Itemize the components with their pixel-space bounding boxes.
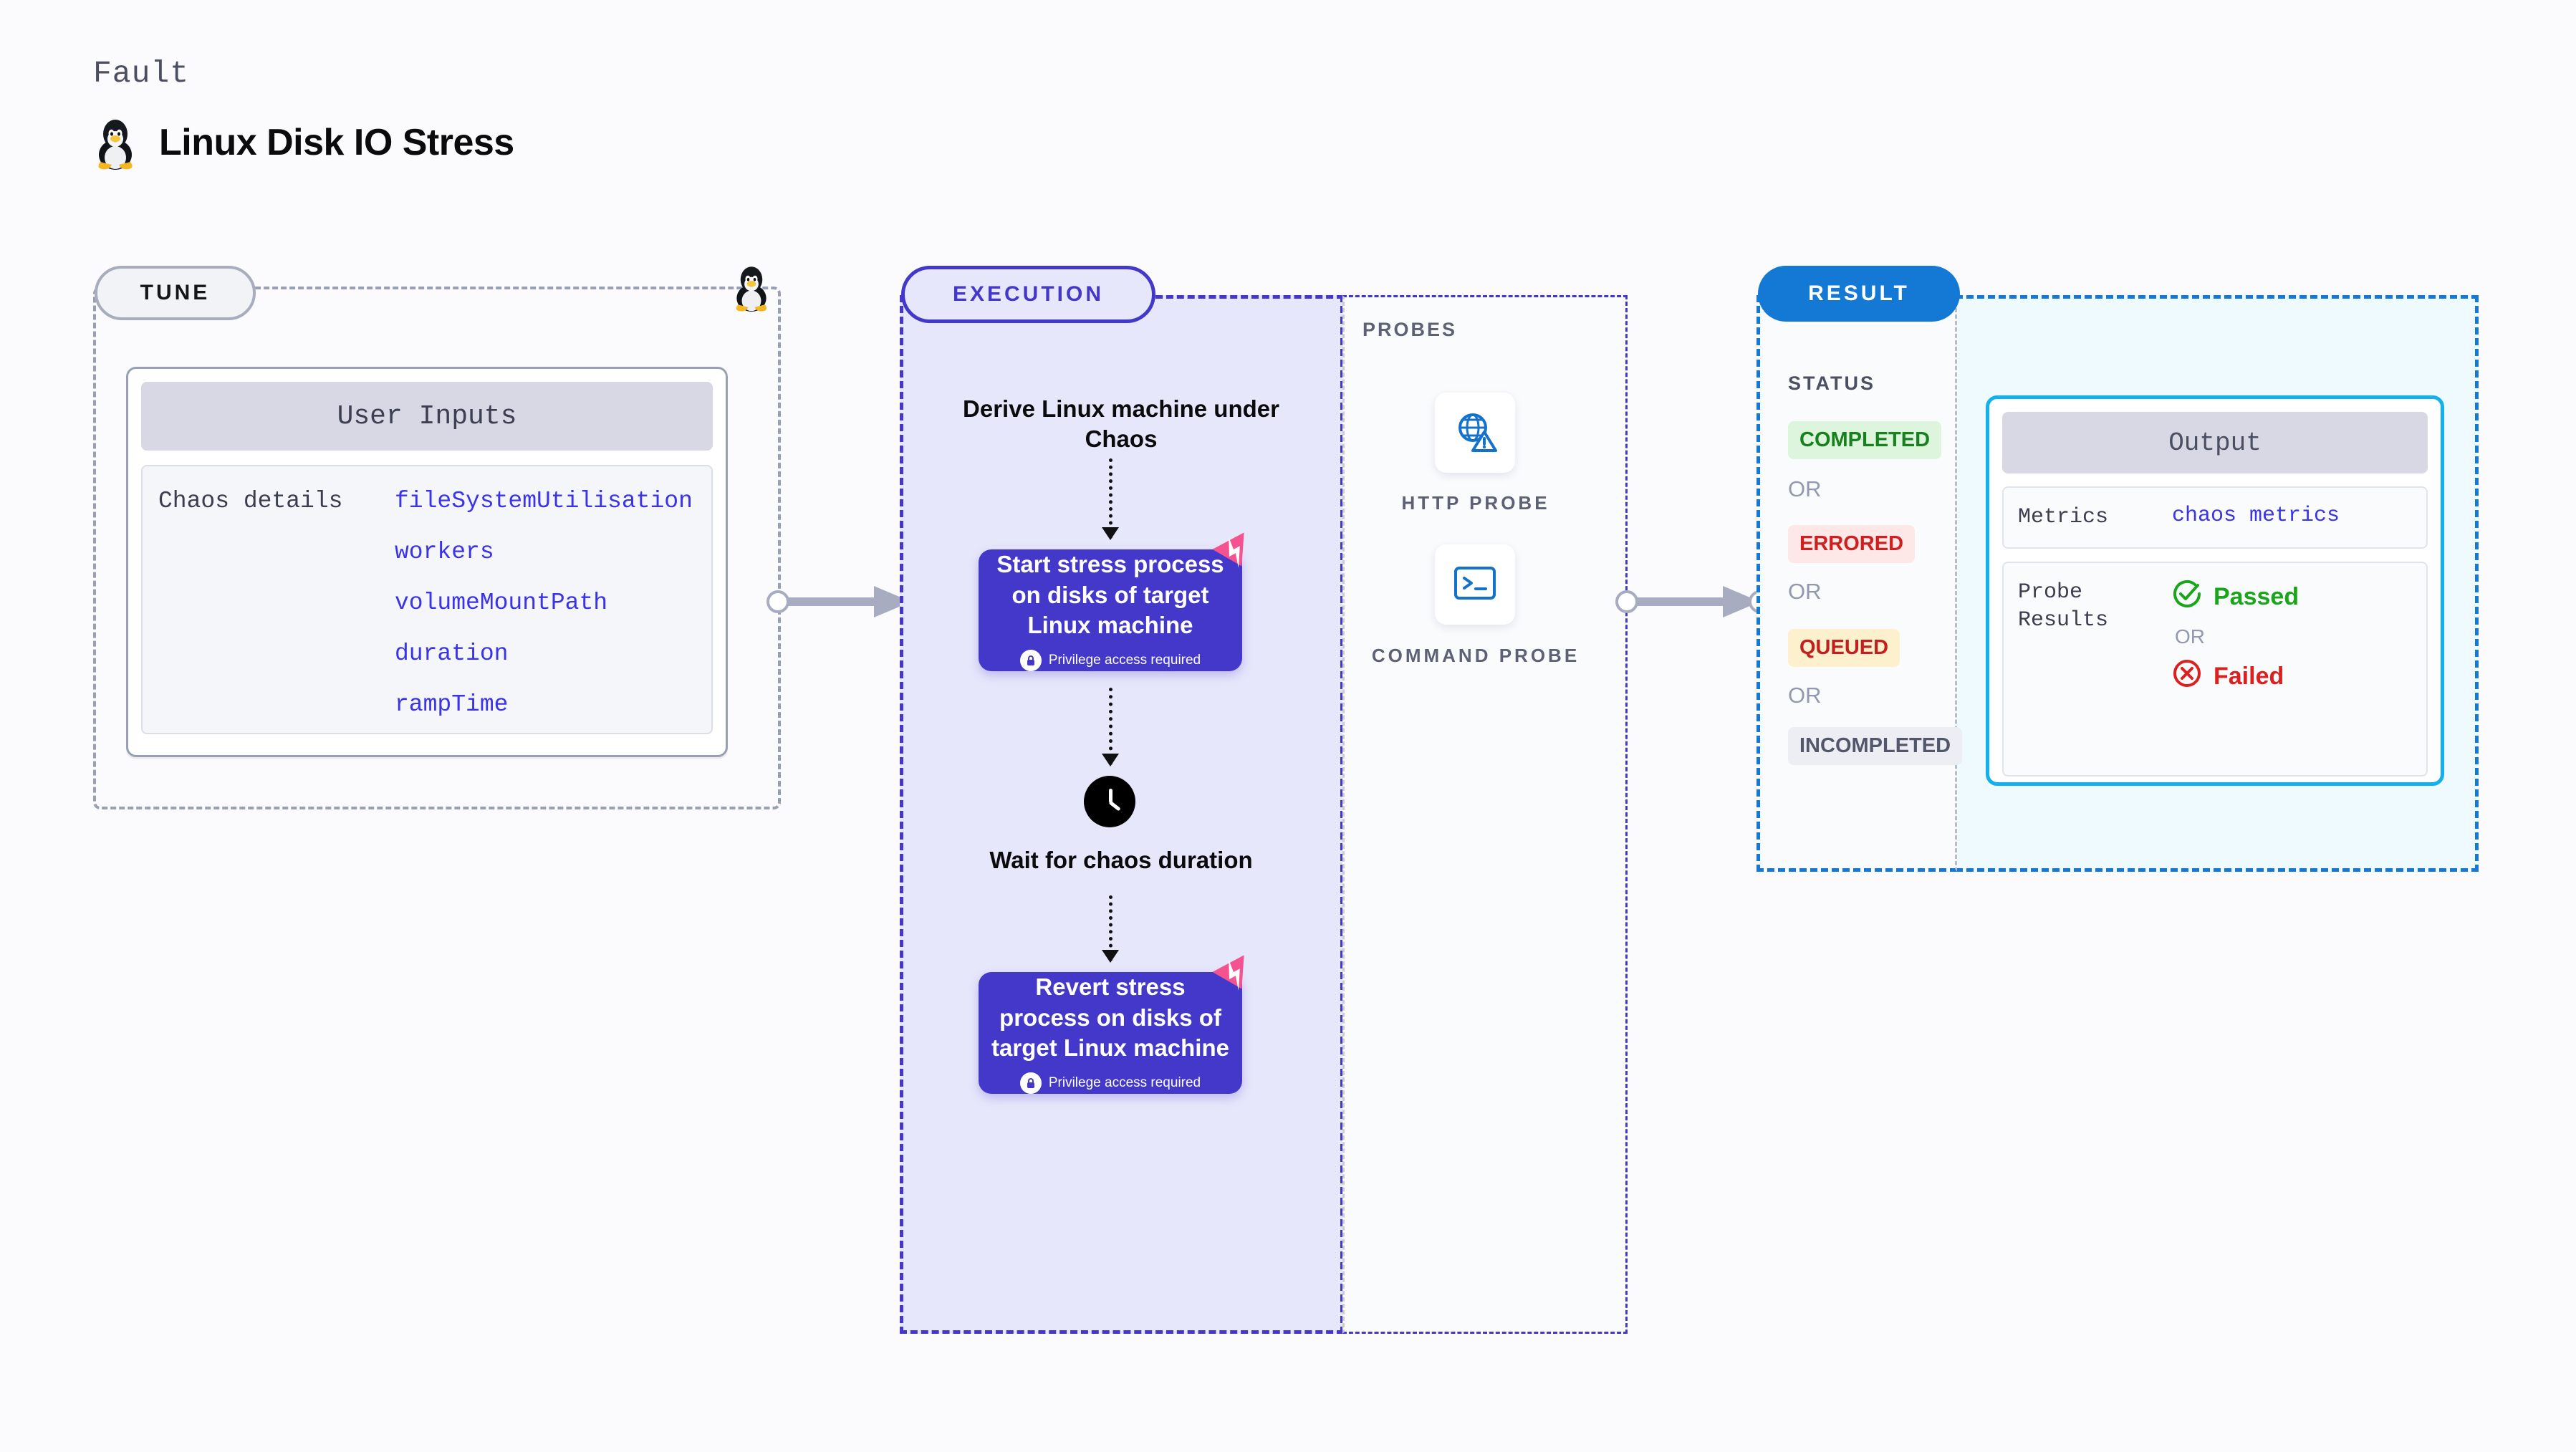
execution-node-start-stress[interactable]: Start stress process on disks of target … <box>979 532 1244 672</box>
probe-result-failed: Failed <box>2172 658 2299 695</box>
privilege-note: Privilege access required <box>1019 650 1201 672</box>
output-row-probe-results: Probe Results Passed OR <box>2002 562 2428 777</box>
page-eyebrow-fault: Fault <box>93 56 190 91</box>
probe-card-http[interactable] <box>1435 393 1515 473</box>
privilege-note-text: Privilege access required <box>1048 653 1201 668</box>
chaos-param: duration <box>395 640 509 667</box>
user-inputs-title: User Inputs <box>141 382 713 451</box>
tune-tux-penguin-icon <box>731 262 772 312</box>
probe-result-failed-label: Failed <box>2214 663 2284 690</box>
execution-node-revert-stress[interactable]: Revert stress process on disks of target… <box>979 955 1244 1095</box>
probe-label-http: HTTP PROBE <box>1401 492 1550 514</box>
status-or-label: OR <box>1788 579 1822 604</box>
metrics-key: Metrics <box>2018 505 2109 529</box>
chaos-param: volumeMountPath <box>395 590 608 616</box>
connector-tune-to-execution <box>766 586 923 617</box>
probe-results-key: Probe Results <box>2018 580 2109 633</box>
status-or-label: OR <box>1788 683 1822 708</box>
output-card: Output Metrics chaos metrics Probe Resul… <box>1986 395 2444 786</box>
lock-icon <box>1019 650 1042 672</box>
connector-execution-to-result <box>1615 586 1772 617</box>
privilege-note: Privilege access required <box>1019 1072 1201 1095</box>
chaos-param: fileSystemUtilisation <box>395 488 693 514</box>
chaos-details-box: Chaos details fileSystemUtilisation work… <box>141 465 713 734</box>
output-title: Output <box>2002 412 2428 473</box>
user-inputs-card: User Inputs Chaos details fileSystemUtil… <box>126 367 728 757</box>
status-badge-completed: COMPLETED <box>1788 421 1942 459</box>
execution-step-derive: Derive Linux machine under Chaos <box>963 395 1279 453</box>
status-or-label: OR <box>1788 476 1822 501</box>
output-row-metrics: Metrics chaos metrics <box>2002 486 2428 549</box>
probe-result-or-label: OR <box>2175 625 2205 648</box>
fault-badge-icon <box>1211 531 1258 574</box>
tune-panel <box>93 287 781 809</box>
page-title: Linux Disk IO Stress <box>159 122 514 163</box>
chaos-param: workers <box>395 539 494 565</box>
check-circle-icon <box>2172 579 2202 615</box>
privilege-note-text: Privilege access required <box>1048 1075 1201 1091</box>
execution-stage-pill[interactable]: EXECUTION <box>901 266 1155 323</box>
clock-icon <box>1084 776 1135 827</box>
node-title: Start stress process on disks of target … <box>996 550 1224 639</box>
tune-stage-pill[interactable]: TUNE <box>95 266 256 320</box>
status-title: STATUS <box>1788 372 1875 394</box>
probe-label-command: COMMAND PROBE <box>1371 645 1580 666</box>
globe-warning-icon <box>1453 409 1497 457</box>
lock-icon <box>1019 1072 1042 1095</box>
probes-title: PROBES <box>1363 319 1458 340</box>
probe-result-passed: Passed <box>2172 579 2299 615</box>
fault-badge-icon <box>1211 953 1258 996</box>
chaos-details-label: Chaos details <box>158 488 343 514</box>
flow-arrow-down-icon <box>1102 458 1119 540</box>
node-title: Revert stress process on disks of target… <box>991 973 1229 1062</box>
metrics-value: chaos metrics <box>2172 504 2340 528</box>
page-title-row: Linux Disk IO Stress <box>93 115 514 170</box>
flow-arrow-down-icon <box>1102 895 1119 963</box>
status-badge-errored: ERRORED <box>1788 525 1916 563</box>
probe-results-values: Passed OR Failed <box>2172 579 2299 759</box>
chaos-param: rampTime <box>395 691 509 718</box>
tux-penguin-icon <box>93 115 138 170</box>
x-circle-icon <box>2172 658 2202 695</box>
execution-step-wait: Wait for chaos duration <box>989 847 1253 873</box>
terminal-icon <box>1453 564 1497 606</box>
result-stage-pill[interactable]: RESULT <box>1758 266 1960 322</box>
status-badge-queued: QUEUED <box>1788 629 1900 667</box>
probe-result-passed-label: Passed <box>2214 583 2299 610</box>
chaos-parameter-list: fileSystemUtilisation workers volumeMoun… <box>395 488 693 733</box>
flow-arrow-down-icon <box>1102 688 1119 766</box>
status-badge-incompleted: INCOMPLETED <box>1788 727 1963 765</box>
probe-card-command[interactable] <box>1435 544 1515 625</box>
